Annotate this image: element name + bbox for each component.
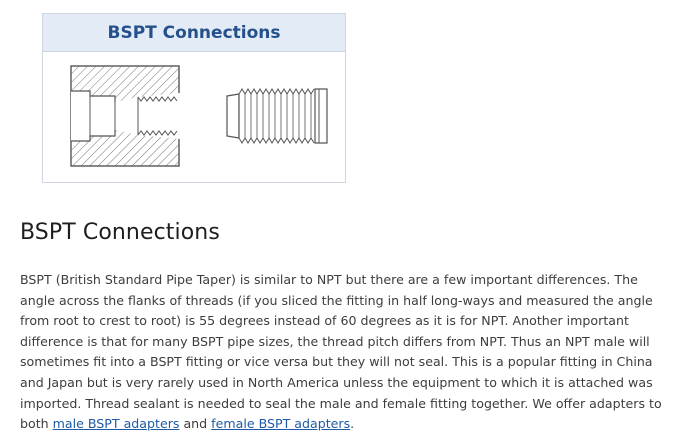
- female-fitting-drawing: [70, 65, 180, 167]
- female-bspt-adapters-link[interactable]: female BSPT adapters: [211, 416, 351, 432]
- male-bspt-adapters-link[interactable]: male BSPT adapters: [52, 416, 180, 432]
- diagram-banner-title: BSPT Connections: [43, 14, 345, 52]
- paragraph-period: .: [350, 416, 355, 432]
- section-paragraph: BSPT (British Standard Pipe Taper) is si…: [20, 270, 670, 435]
- bspt-thread-diagram: [70, 65, 328, 167]
- male-fitting-drawing: [226, 88, 328, 144]
- paragraph-text: BSPT (British Standard Pipe Taper) is si…: [20, 272, 662, 432]
- connector-and: and: [183, 416, 208, 432]
- section-heading: BSPT Connections: [20, 220, 220, 245]
- bspt-diagram-card: BSPT Connections: [42, 13, 346, 183]
